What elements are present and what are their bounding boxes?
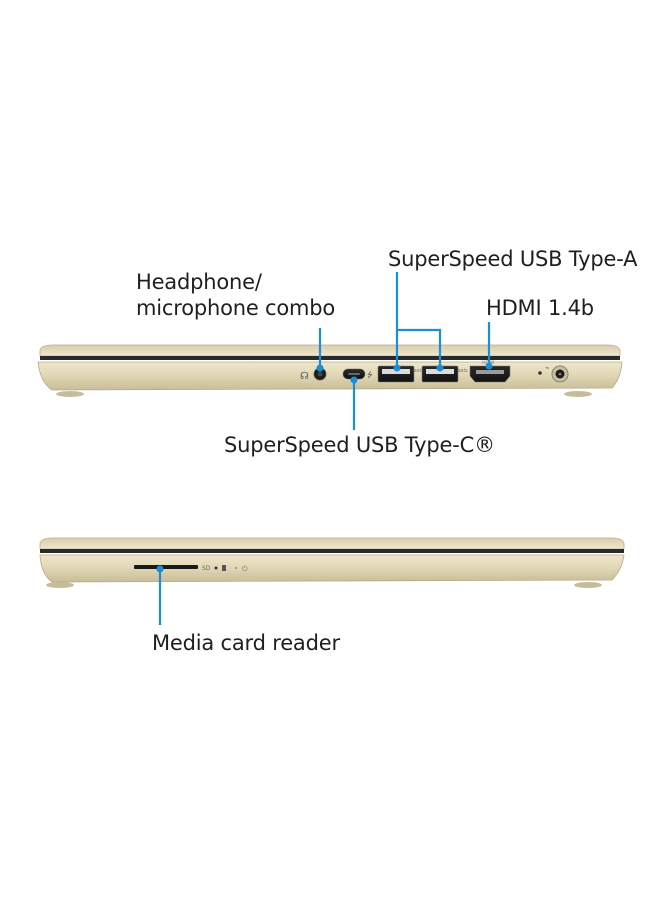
power-jack-icon: ⌁: [545, 364, 549, 372]
right-side-view: SD ⏻: [39, 537, 625, 588]
label-card-reader: Media card reader: [152, 631, 340, 655]
callout-usb-a-right: [397, 328, 442, 368]
laptop-base: [39, 554, 625, 583]
svg-text:SD: SD: [202, 565, 211, 572]
usb-c-port: ⭍: [342, 368, 373, 380]
foot: [46, 582, 74, 588]
label-headphone-line2: microphone combo: [136, 296, 336, 320]
label-headphone-line1: Headphone/: [136, 270, 262, 294]
callout-dots-top: [316, 362, 493, 384]
callout-card-reader: [156, 565, 164, 625]
laptop-lid: [39, 537, 625, 550]
headphone-jack: ☊: [300, 367, 327, 382]
label-usb-c: SuperSpeed USB Type-C®: [224, 433, 495, 457]
foot: [564, 391, 592, 397]
label-hdmi: HDMI 1.4b: [486, 296, 594, 320]
usb-c-port-icon: ⭍: [367, 371, 373, 379]
laptop-lid: [39, 344, 621, 357]
svg-text:⏻: ⏻: [242, 565, 248, 573]
sd-card-slot: SD ⏻: [134, 565, 248, 573]
foot: [574, 582, 602, 588]
lid-seam: [40, 549, 624, 553]
sd-slot-icon: [134, 565, 198, 569]
foot: [56, 391, 84, 397]
lid-seam: [40, 356, 620, 360]
left-side-view: ☊ ⭍ ss⇆ ss⇆ HDMI: [37, 344, 623, 397]
power-jack: ⌁: [538, 364, 569, 383]
usb-a-port-icon: ss⇆: [458, 368, 467, 374]
callout-lines-top: [318, 272, 491, 430]
usb-a-port-icon: ss⇆: [414, 368, 423, 374]
laptop-base: [37, 361, 623, 391]
headphone-icon: ☊: [300, 371, 309, 382]
label-usb-a: SuperSpeed USB Type-A: [388, 247, 638, 271]
